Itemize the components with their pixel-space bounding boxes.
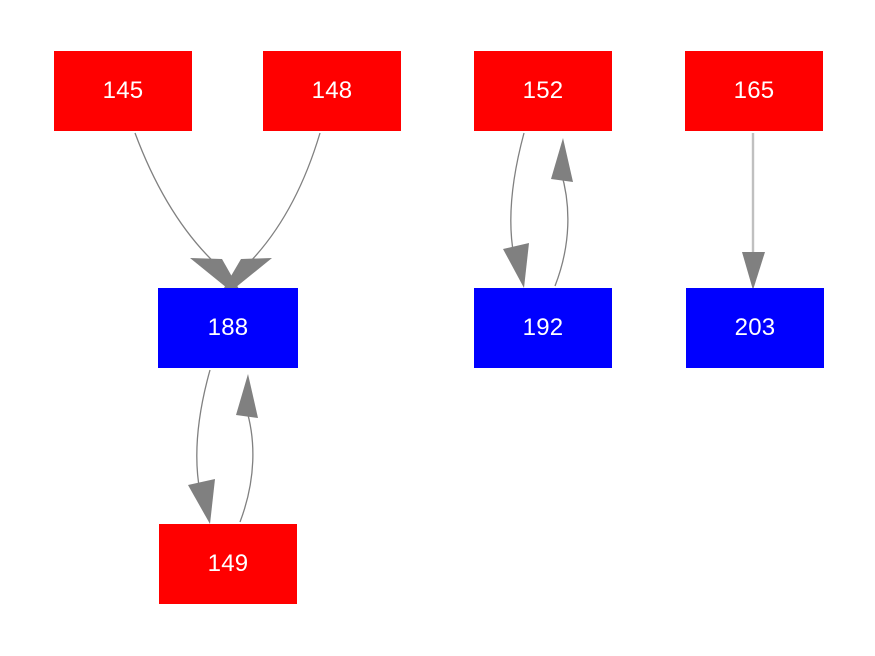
- node-145[interactable]: 145: [54, 51, 192, 131]
- edge-148-to-188: [214, 132, 321, 305]
- node-label: 188: [207, 314, 249, 341]
- arrowhead-icon: [188, 479, 215, 524]
- node-label: 203: [734, 314, 776, 341]
- arrowhead-icon: [236, 374, 258, 418]
- node-165[interactable]: 165: [685, 51, 823, 131]
- node-188[interactable]: 188: [158, 288, 298, 368]
- arrowhead-icon: [503, 243, 529, 288]
- node-148[interactable]: 148: [263, 51, 401, 131]
- edge-188-to-149: [188, 369, 215, 524]
- node-label: 192: [522, 314, 564, 341]
- node-label: 165: [733, 77, 775, 104]
- node-label: 148: [311, 77, 353, 104]
- arrowhead-icon: [551, 138, 573, 182]
- node-203[interactable]: 203: [686, 288, 824, 368]
- edge-192-to-152: [551, 138, 573, 287]
- node-149[interactable]: 149: [159, 524, 297, 604]
- node-152[interactable]: 152: [474, 51, 612, 131]
- node-label: 145: [102, 77, 144, 104]
- node-label: 149: [207, 550, 249, 577]
- edge-165-to-203: [742, 133, 765, 290]
- arrowhead-icon: [742, 252, 765, 290]
- edge-149-to-188: [236, 374, 258, 523]
- edge-152-to-192: [503, 132, 529, 288]
- node-192[interactable]: 192: [474, 288, 612, 368]
- node-label: 152: [522, 77, 564, 104]
